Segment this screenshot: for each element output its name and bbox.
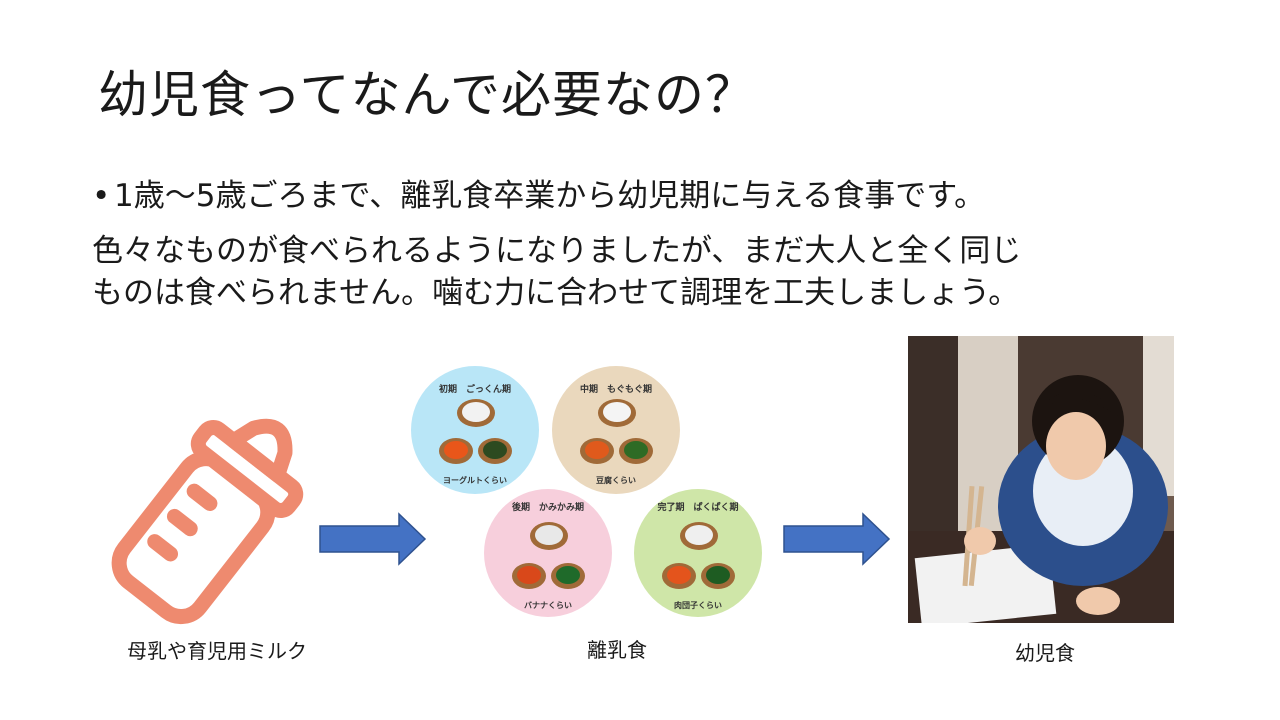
caption-toddler-food: 幼児食 xyxy=(1015,641,1075,665)
stage-note: ヨーグルトくらい xyxy=(443,475,507,485)
baby-bottle-icon xyxy=(111,418,304,625)
toddler-eating-photo xyxy=(908,336,1174,623)
stage-circle-early: 初期 ごっくん期 ヨーグルトくらい xyxy=(411,366,539,494)
body-line-2: 色々なものが食べられるようになりましたが、まだ大人と全く同じ xyxy=(92,233,1022,269)
arrow-right-icon xyxy=(783,512,891,566)
stage-circle-late: 後期 かみかみ期 バナナくらい xyxy=(484,489,612,617)
stage-circle-complete: 完了期 ぱくぱく期 肉団子くらい xyxy=(634,489,762,617)
body-line-1: •1歳〜5歳ごろまで、離乳食卒業から幼児期に与える食事です。 xyxy=(92,176,985,216)
body-line-1-text: 1歳〜5歳ごろまで、離乳食卒業から幼児期に与える食事です。 xyxy=(114,178,986,214)
stage-note: バナナくらい xyxy=(524,601,572,610)
stage-note: 肉団子くらい xyxy=(674,600,722,610)
stage-circle-middle: 中期 もぐもぐ期 豆腐くらい xyxy=(552,366,680,494)
stage-label: 後期 かみかみ期 xyxy=(512,501,584,513)
body-line-3: ものは食べられません。噛む力に合わせて調理を工夫しましょう。 xyxy=(92,275,1020,311)
caption-weaning: 離乳食 xyxy=(587,638,647,662)
stage-label: 初期 ごっくん期 xyxy=(439,383,511,395)
slide-title: 幼児食ってなんで必要なの？ xyxy=(98,66,756,124)
stage-note: 豆腐くらい xyxy=(596,475,636,485)
bullet-icon: • xyxy=(92,178,111,214)
stage-label: 完了期 ぱくぱく期 xyxy=(657,501,738,513)
arrow-right-icon xyxy=(319,512,427,566)
caption-milk: 母乳や育児用ミルク xyxy=(127,639,307,663)
stage-label: 中期 もぐもぐ期 xyxy=(580,383,652,395)
